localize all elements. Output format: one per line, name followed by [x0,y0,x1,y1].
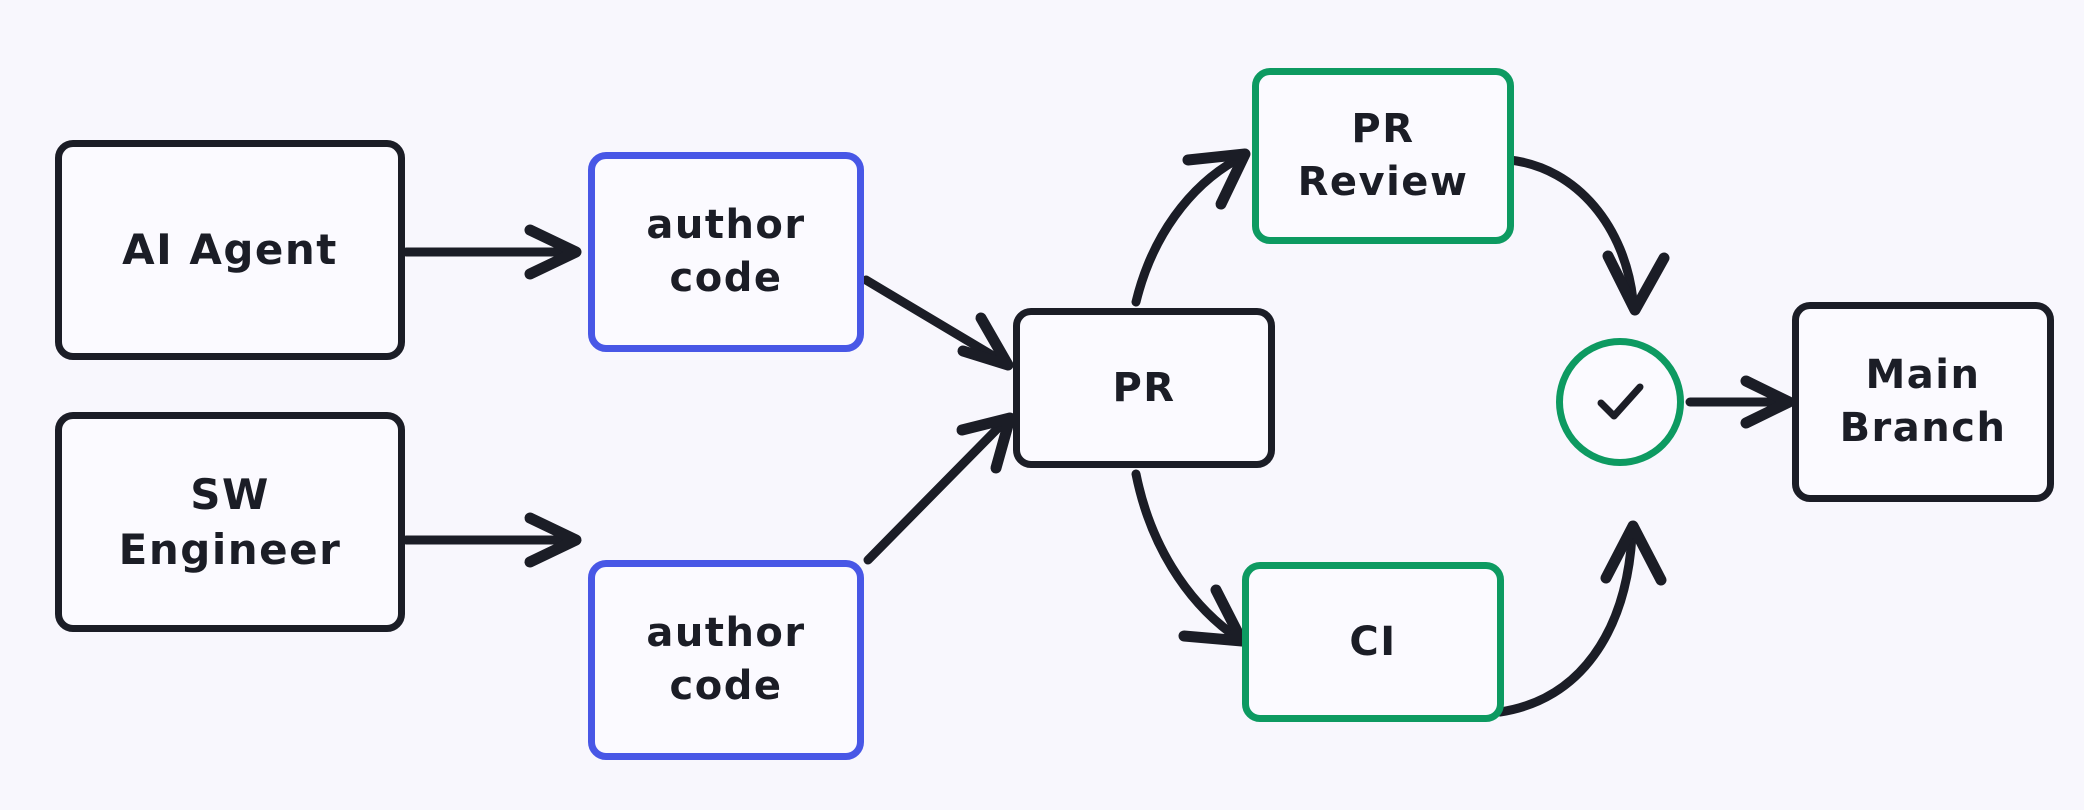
edge-ci-to-merge-check [1495,520,1667,717]
node-merge-check[interactable] [1556,338,1684,466]
node-label-author-code-top: author code [646,202,806,301]
node-label-ai-agent: AI Agent [122,225,338,275]
edge-sw-engineer-to-author-code [401,512,582,568]
node-main-branch[interactable]: Main Branch [1792,302,2054,502]
node-label-ci: CI [1349,618,1397,665]
diagram-title: AI Agent and SW Engineer code contributi… [0,21,1,22]
node-label-main-branch: Main Branch [1839,352,2007,451]
edge-author-code-2-to-pr [863,412,1016,565]
check-icon [1597,383,1644,420]
node-label-pr-review: PR Review [1297,106,1469,205]
node-author-code-top[interactable]: author code [588,152,864,352]
node-sw-engineer[interactable]: SW Engineer [55,412,405,632]
edge-merge-check-to-main-branch [1685,375,1795,429]
node-ci[interactable]: CI [1242,562,1504,722]
node-pr-review[interactable]: PR Review [1252,68,1514,244]
node-pr[interactable]: PR [1013,308,1275,468]
node-label-pr: PR [1112,364,1176,411]
edge-ai-agent-to-author-code [401,224,582,280]
edge-author-code-1-to-pr [861,275,1014,371]
node-label-sw-engineer: SW Engineer [118,469,342,574]
edge-pr-review-to-merge-check [1505,155,1670,316]
node-label-author-code-bottom: author code [646,610,806,709]
edge-pr-to-ci [1131,469,1248,647]
node-author-code-bottom[interactable]: author code [588,560,864,760]
edge-pr-to-pr-review [1131,148,1251,307]
node-ai-agent[interactable]: AI Agent [55,140,405,360]
